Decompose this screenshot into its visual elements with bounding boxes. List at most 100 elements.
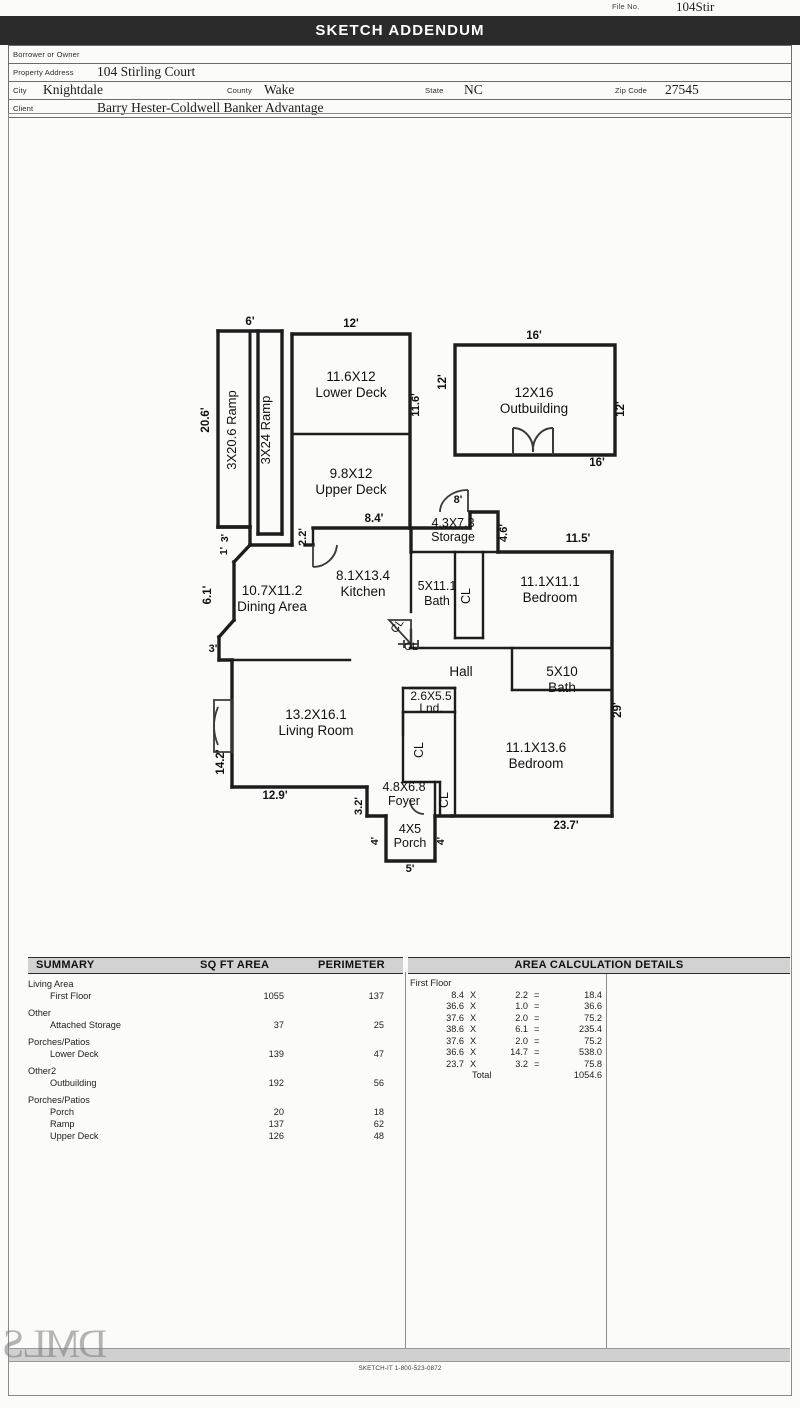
detail-result: 235.4 xyxy=(579,1024,602,1034)
summary-group-title: Other xyxy=(28,1008,403,1020)
detail-multiply-symbol: X xyxy=(470,1024,477,1034)
summary-group-label: Living Area xyxy=(28,979,74,989)
dmls-watermark: DMLS xyxy=(4,1321,108,1366)
detail-multiply-symbol: X xyxy=(470,1058,477,1069)
summary-row-area: 126 xyxy=(268,1131,284,1141)
summary-row-label: Porch xyxy=(50,1107,75,1117)
detail-table-header: AREA CALCULATION DETAILS xyxy=(408,957,790,974)
summary-row-perimeter: 62 xyxy=(373,1119,384,1129)
table-row: Upper Deck 126 48 xyxy=(28,1131,403,1143)
table-divider-middle xyxy=(405,972,406,1360)
client-row: Client Barry Hester-Coldwell Banker Adva… xyxy=(8,100,792,118)
form-header-block: Borrower or Owner Property Address 104 S… xyxy=(8,45,792,118)
table-row: 8.4 X 2.2 = 18.4 xyxy=(408,990,790,1002)
detail-operand-b: 1.0 xyxy=(515,1001,528,1011)
detail-multiply-symbol: X xyxy=(470,1047,477,1057)
detail-operand-b: 6.1 xyxy=(515,1024,528,1034)
summary-row-perimeter: 48 xyxy=(373,1131,384,1141)
table-row: 38.6 X 6.1 = 235.4 xyxy=(408,1024,790,1036)
city-label: City xyxy=(13,86,27,95)
borrower-label: Borrower or Owner xyxy=(13,50,80,59)
detail-operand-a: 36.6 xyxy=(446,1001,464,1011)
detail-operand-a: 23.7 xyxy=(446,1058,464,1069)
file-number-label: File No. xyxy=(612,2,640,11)
summary-row-label: Upper Deck xyxy=(50,1131,99,1141)
summary-group-label: Porches/Patios xyxy=(28,1095,90,1105)
summary-col-area: SQ FT AREA xyxy=(200,959,270,971)
detail-equals-symbol: = xyxy=(534,1035,540,1046)
city-value: Knightdale xyxy=(43,82,103,97)
detail-operand-a: 8.4 xyxy=(451,989,464,1000)
table-row: 36.6 X 14.7 = 538.0 xyxy=(408,1047,790,1059)
detail-equals-symbol: = xyxy=(534,1024,540,1034)
detail-equals-symbol: = xyxy=(534,1012,540,1023)
detail-operand-b: 14.7 xyxy=(510,1047,528,1057)
detail-result: 18.4 xyxy=(584,989,602,1000)
file-number-row: File No. 104Stir xyxy=(0,0,800,18)
detail-multiply-symbol: X xyxy=(470,1012,477,1023)
property-address-value: 104 Stirling Court xyxy=(97,64,196,79)
summary-row-label: First Floor xyxy=(50,991,92,1001)
property-address-row: Property Address 104 Stirling Court xyxy=(8,64,792,82)
detail-operand-b: 2.2 xyxy=(515,989,528,1000)
summary-col-perimeter: PERIMETER xyxy=(318,959,385,971)
detail-operand-b: 2.0 xyxy=(515,1012,528,1023)
page-title: SKETCH ADDENDUM xyxy=(0,16,800,45)
summary-group-label: Porches/Patios xyxy=(28,1037,90,1047)
detail-total-label: Total xyxy=(472,1070,492,1080)
detail-operand-b: 2.0 xyxy=(515,1035,528,1046)
sketch-area-frame xyxy=(8,113,792,1396)
borrower-row: Borrower or Owner xyxy=(8,45,792,64)
detail-operand-a: 38.6 xyxy=(446,1024,464,1034)
summary-group-title: Other2 xyxy=(28,1066,403,1078)
footer-note: SKETCH-IT 1-800-523-0872 xyxy=(358,1365,442,1372)
zip-value: 27545 xyxy=(665,82,699,97)
summary-table-header: SUMMARY SQ FT AREA PERIMETER xyxy=(28,957,403,974)
summary-row-label: Outbuilding xyxy=(50,1078,97,1088)
summary-row-perimeter: 18 xyxy=(373,1107,384,1117)
summary-col-name: SUMMARY xyxy=(36,959,95,971)
detail-section-title: First Floor xyxy=(408,978,790,990)
detail-equals-symbol: = xyxy=(534,1047,540,1057)
summary-group-title: Porches/Patios xyxy=(28,1037,403,1049)
county-label: County xyxy=(227,86,252,95)
detail-operand-a: 37.6 xyxy=(446,1012,464,1023)
detail-result: 75.8 xyxy=(584,1058,602,1069)
detail-equals-symbol: = xyxy=(534,1058,540,1069)
detail-multiply-symbol: X xyxy=(470,1035,477,1046)
summary-row-perimeter: 47 xyxy=(373,1049,384,1059)
file-number-value: 104Stir xyxy=(676,0,715,14)
state-value: NC xyxy=(464,82,483,97)
detail-equals-symbol: = xyxy=(534,989,540,1000)
detail-section-label: First Floor xyxy=(410,978,452,988)
state-label: State xyxy=(425,86,444,95)
summary-row-area: 37 xyxy=(273,1020,284,1030)
detail-equals-symbol: = xyxy=(534,1001,540,1011)
detail-result: 75.2 xyxy=(584,1035,602,1046)
detail-result: 538.0 xyxy=(579,1047,602,1057)
detail-multiply-symbol: X xyxy=(470,989,477,1000)
detail-result: 36.6 xyxy=(584,1001,602,1011)
summary-row-area: 20 xyxy=(273,1107,284,1117)
detail-operand-a: 36.6 xyxy=(446,1047,464,1057)
summary-row-area: 192 xyxy=(268,1078,284,1088)
detail-divider-right xyxy=(606,972,607,1360)
summary-table: SUMMARY SQ FT AREA PERIMETER Living Area… xyxy=(28,957,403,1143)
footer-band xyxy=(9,1348,790,1362)
